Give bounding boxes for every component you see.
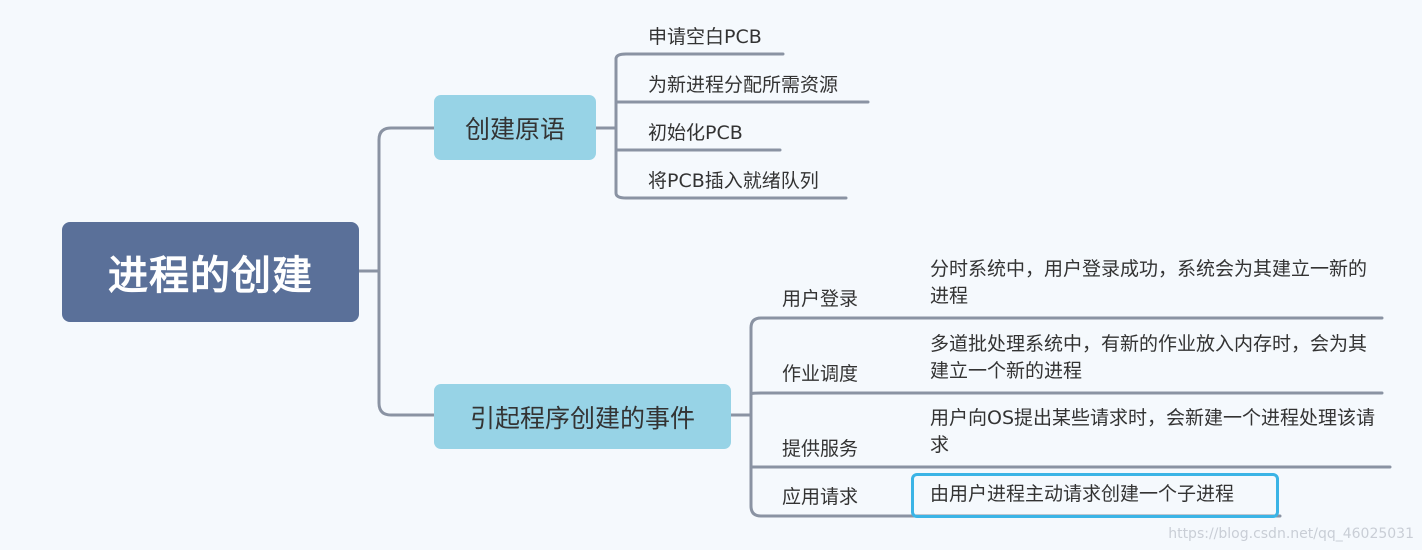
event-connector-1 (749, 316, 1384, 330)
event-node[interactable]: 应用请求 (782, 486, 859, 508)
root-node[interactable]: 进程的创建 (62, 222, 359, 322)
leaf-node[interactable]: 申请空白PCB (648, 26, 762, 48)
branch-label: 创建原语 (464, 114, 565, 144)
event-description[interactable]: 用户向OS提出某些请求时，会新建一个进程处理该请求 (930, 407, 1376, 456)
branch1-vertical (614, 57, 848, 200)
event-node[interactable]: 作业调度 (782, 363, 859, 385)
branch-node-creation-events[interactable]: 引起程序创建的事件 (434, 384, 731, 449)
event-node[interactable]: 用户登录 (782, 288, 859, 310)
branch-node-creation-primitive[interactable]: 创建原语 (434, 95, 596, 160)
root-label: 进程的创建 (108, 253, 313, 299)
branch-label: 引起程序创建的事件 (469, 403, 695, 433)
root-connector (357, 126, 436, 417)
event-description[interactable]: 多道批处理系统中，有新的作业放入内存时，会为其建立一个新的进程 (930, 333, 1368, 382)
leaf-connector-1 (614, 52, 785, 61)
event-connector-2 (749, 391, 1384, 396)
event-node[interactable]: 提供服务 (782, 438, 859, 460)
leaf-node[interactable]: 为新进程分配所需资源 (648, 74, 839, 96)
event-description[interactable]: 由用户进程主动请求创建一个子进程 (930, 483, 1235, 505)
selected-node-highlight (911, 473, 1279, 518)
watermark: https://blog.csdn.net/qq_46025031 (1168, 526, 1414, 542)
event-description[interactable]: 分时系统中，用户登录成功，系统会为其建立一新的进程 (930, 258, 1368, 307)
leaf-node[interactable]: 初始化PCB (648, 122, 743, 144)
leaf-node[interactable]: 将PCB插入就绪队列 (648, 170, 819, 192)
branch2-vertical (749, 326, 1282, 518)
